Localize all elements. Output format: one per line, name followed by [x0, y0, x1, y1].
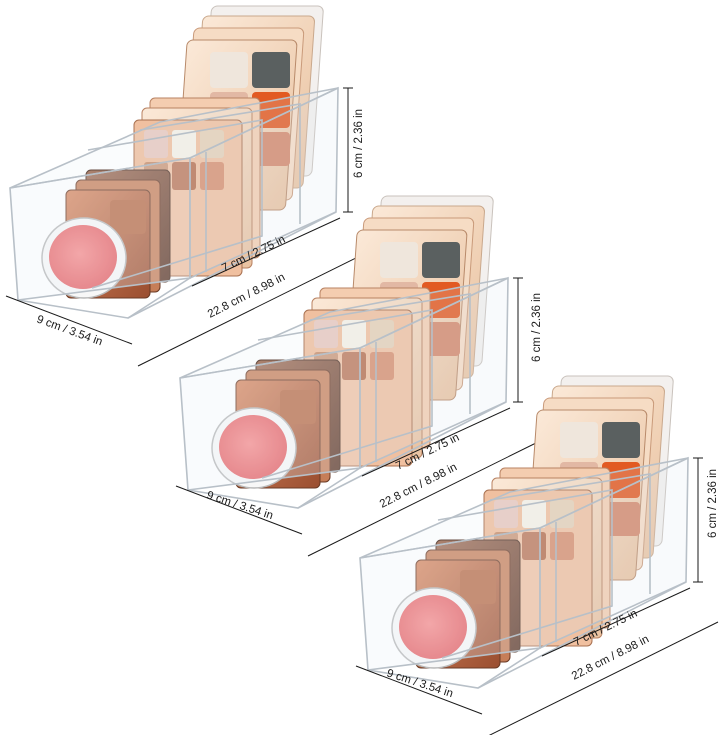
length-label: 22.8 cm / 8.98 in — [378, 461, 459, 510]
length-label: 22.8 cm / 8.98 in — [206, 271, 287, 320]
width-label: 9 cm / 3.54 in — [205, 489, 274, 522]
height-label: 6 cm / 2.36 in — [353, 109, 365, 178]
width-label: 9 cm / 3.54 in — [385, 667, 454, 700]
height-label: 6 cm / 2.36 in — [531, 293, 543, 362]
width-label: 9 cm / 3.54 in — [35, 314, 104, 349]
height-label: 6 cm / 2.36 in — [707, 469, 719, 538]
